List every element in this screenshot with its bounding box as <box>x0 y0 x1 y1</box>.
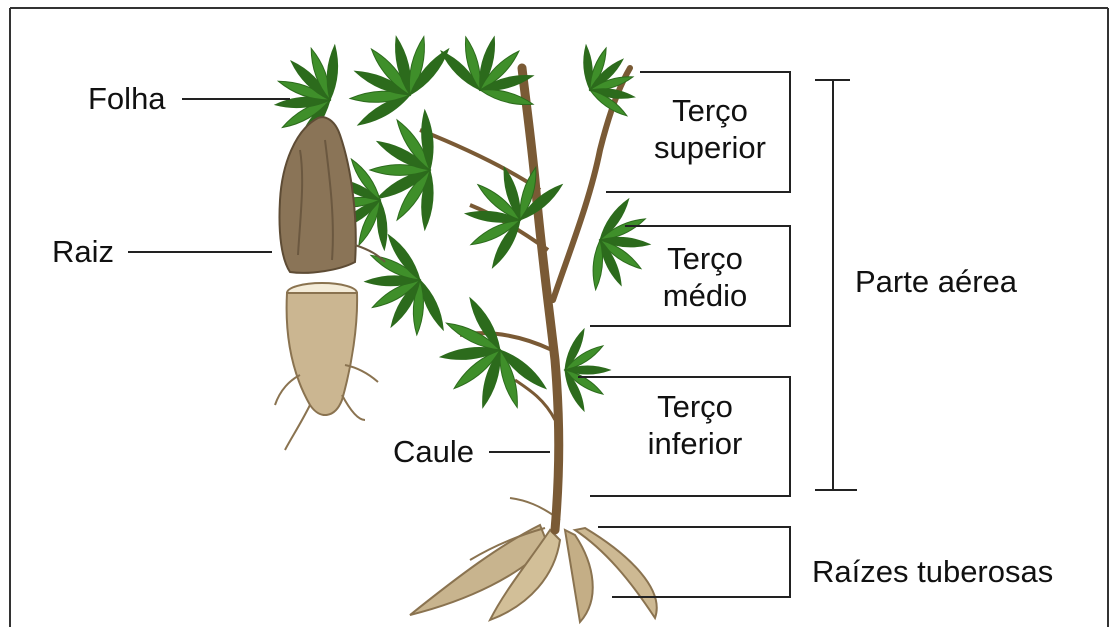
label-caule: Caule <box>393 433 474 470</box>
label-terco-superior: Terço superior <box>640 92 780 166</box>
root-sample-illustration <box>275 117 385 450</box>
label-terco-inferior-line1: Terço <box>620 388 770 425</box>
label-folha: Folha <box>88 80 166 117</box>
leaflet <box>327 45 337 100</box>
tuberous-roots-illustration <box>410 498 657 622</box>
label-terco-inferior: Terço inferior <box>620 388 770 462</box>
parte-aerea-bracket <box>815 80 857 490</box>
leaflet <box>593 240 602 290</box>
label-raizes-tuberosas: Raízes tuberosas <box>812 553 1053 590</box>
label-terco-superior-line1: Terço <box>640 92 780 129</box>
label-terco-superior-line2: superior <box>640 129 780 166</box>
label-parte-aerea: Parte aérea <box>855 263 1017 300</box>
label-raiz: Raiz <box>52 233 114 270</box>
label-terco-medio-line2: médio <box>630 277 780 314</box>
label-terco-inferior-line2: inferior <box>620 425 770 462</box>
label-terco-medio: Terço médio <box>630 240 780 314</box>
diagram-frame <box>10 8 1108 627</box>
label-terco-medio-line1: Terço <box>630 240 780 277</box>
